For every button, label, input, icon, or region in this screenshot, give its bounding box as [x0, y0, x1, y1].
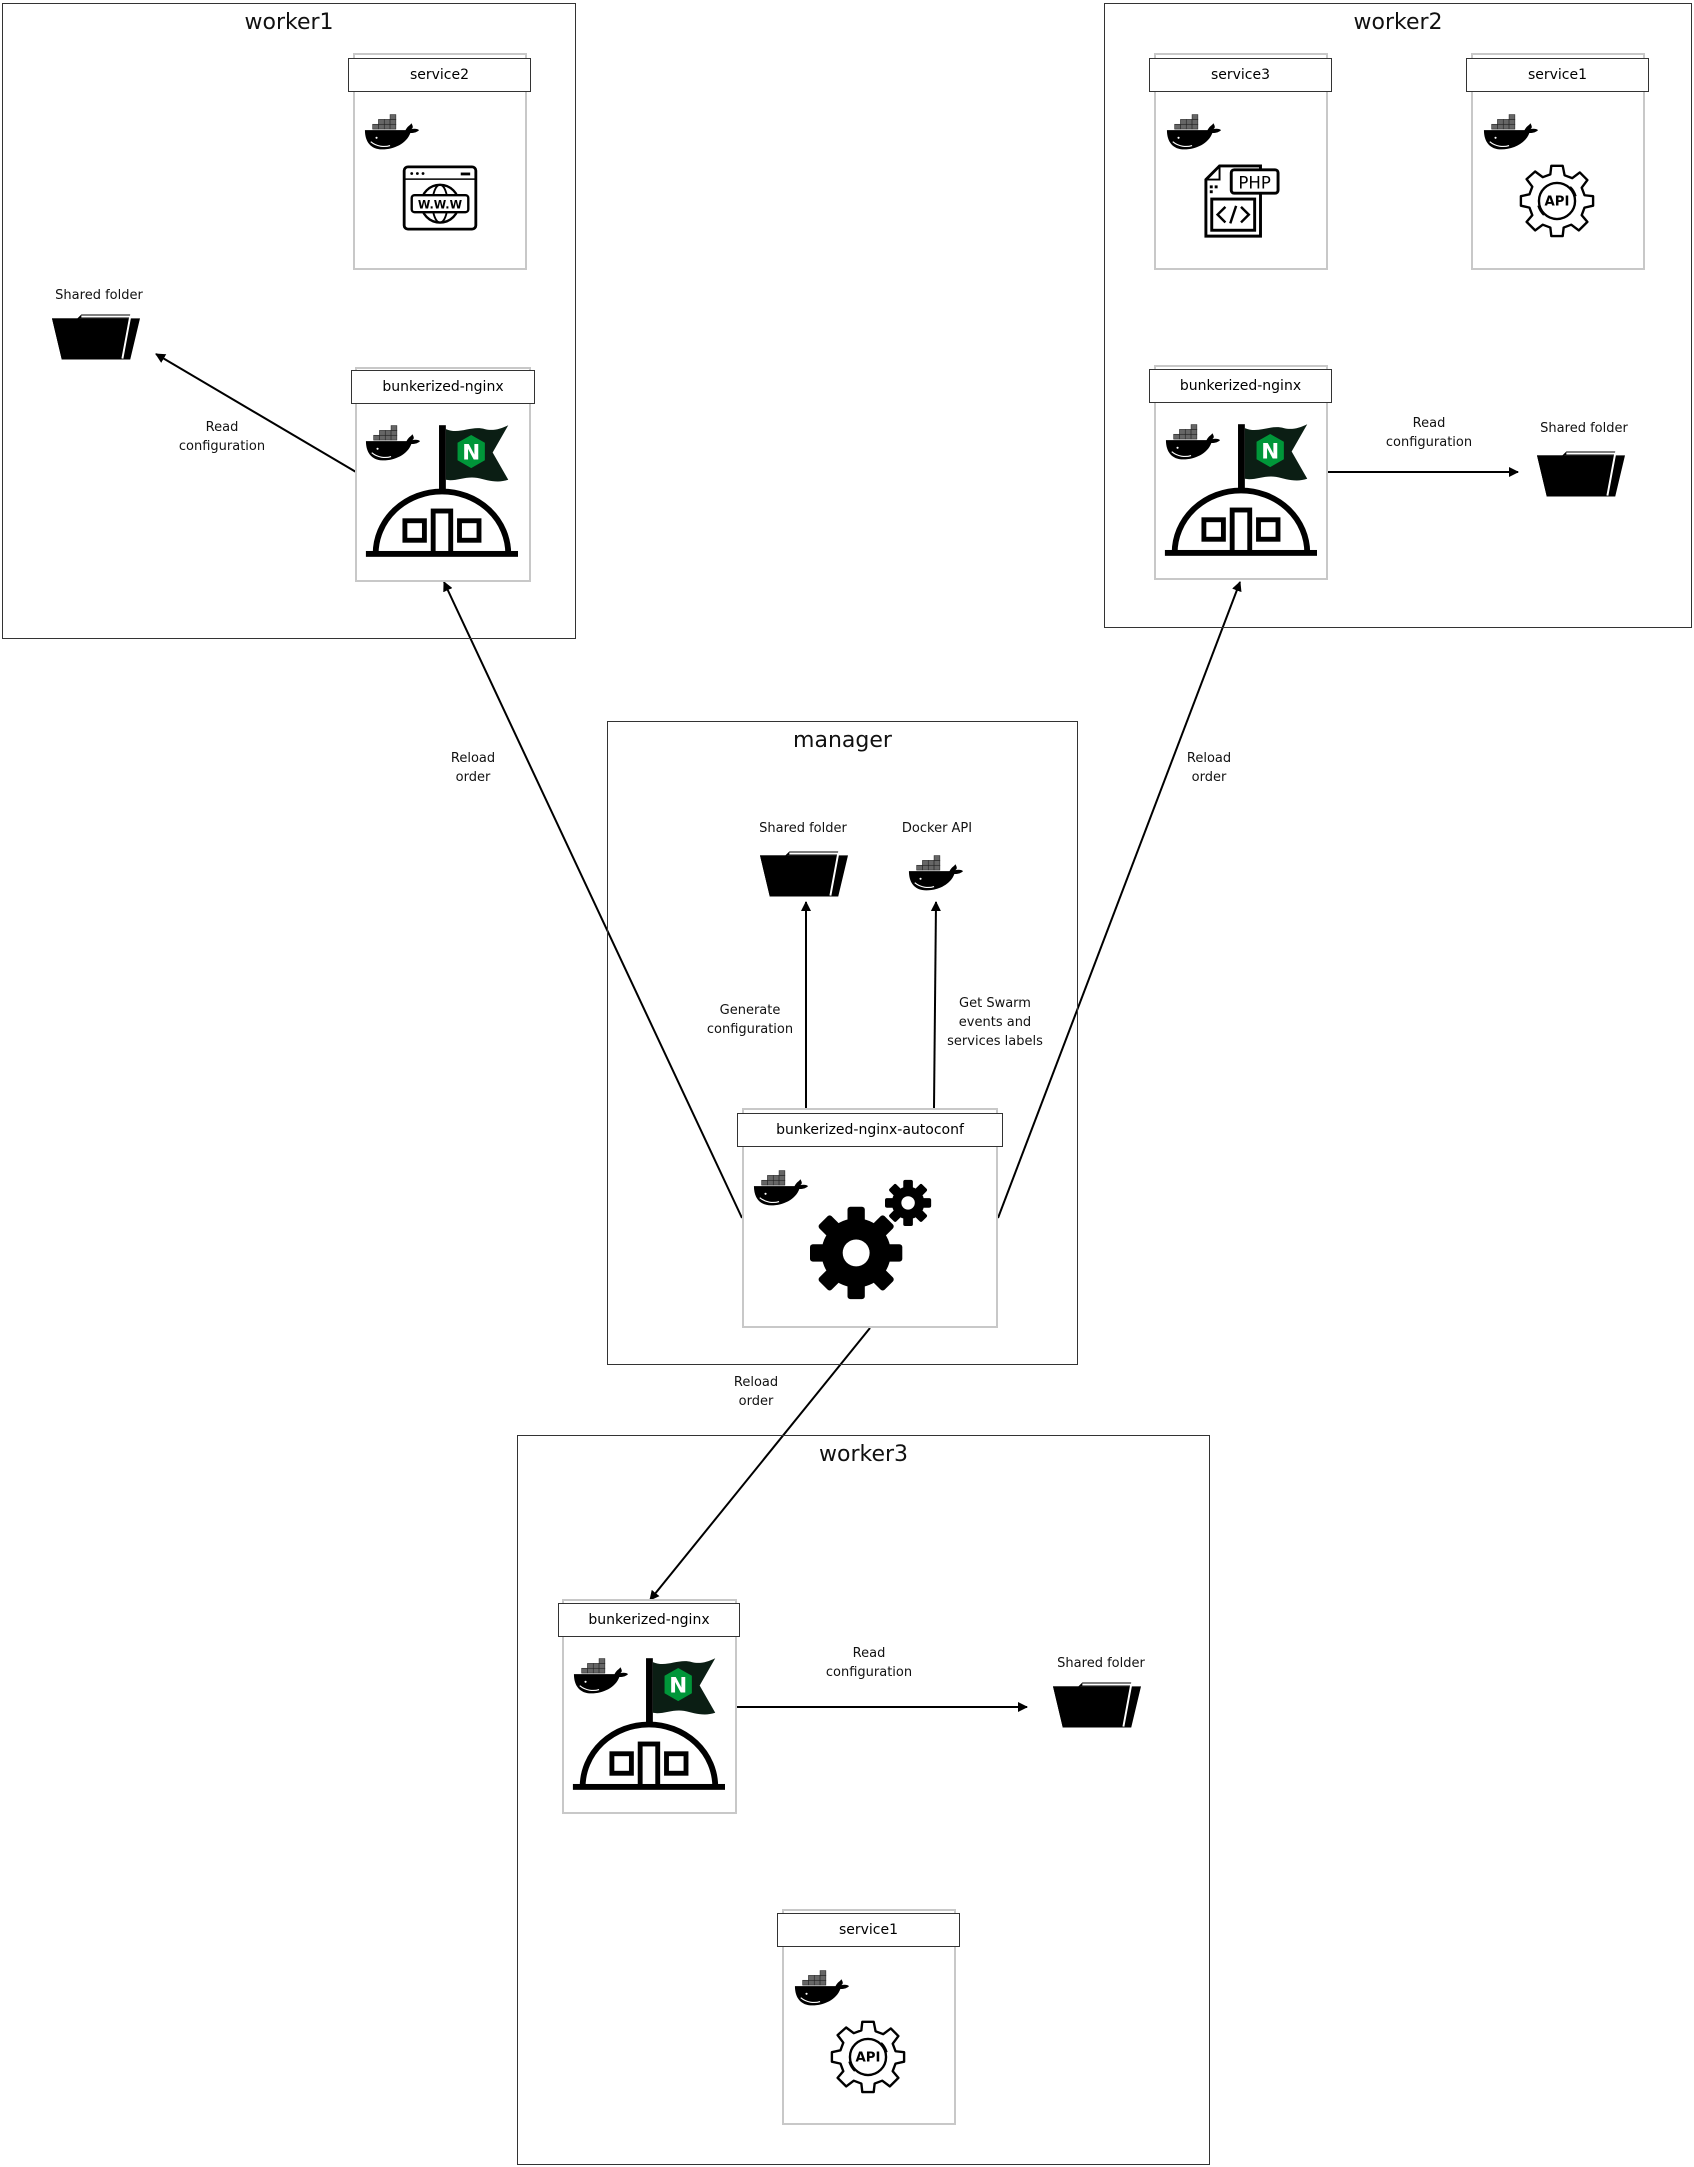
service-header: service1 [777, 1913, 960, 1947]
node-title: worker2 [1353, 10, 1443, 35]
node-title: worker3 [818, 1442, 909, 1467]
php-file-icon [1202, 162, 1280, 240]
reload-order-label-worker1: Reload order [451, 749, 495, 787]
node-worker2: worker2 [1104, 3, 1692, 628]
label-line: configuration [178, 439, 266, 454]
label-line: order [455, 770, 491, 785]
reload-order-label-worker3: Reload order [734, 1373, 778, 1411]
docker-whale-icon [1165, 112, 1223, 152]
shared-folder-label: Shared folder [1057, 1656, 1145, 1671]
service-header: service1 [1466, 58, 1649, 92]
generate-config-label: Generate configuration [707, 1001, 793, 1039]
nginx-bunker-icon [1161, 422, 1317, 559]
www-browser-icon [402, 165, 478, 231]
nginx-bunker-icon [362, 423, 518, 560]
node-manager: manager [607, 721, 1078, 1365]
node-worker3: worker3 [517, 1435, 1210, 2165]
folder-icon[interactable] [1537, 449, 1625, 499]
label-line: Reload [1186, 751, 1232, 766]
label-line: services labels [947, 1034, 1043, 1049]
label-line: configuration [825, 1665, 913, 1680]
service-header: bunkerized-nginx [351, 370, 535, 404]
label-line: Read [205, 420, 239, 435]
node-title: worker1 [244, 10, 334, 35]
read-config-label: Read configuration [826, 1644, 912, 1682]
label-line: configuration [1385, 435, 1473, 450]
folder-icon[interactable] [1053, 1680, 1141, 1730]
docker-whale-icon [793, 1968, 851, 2008]
shared-folder-label: Shared folder [1540, 421, 1628, 436]
service-header: bunkerized-nginx-autoconf [737, 1113, 1003, 1147]
swarm-events-label: Get Swarm events and services labels [947, 994, 1043, 1051]
folder-icon[interactable] [52, 312, 140, 362]
node-worker1: worker1 [2, 3, 576, 639]
nginx-bunker-icon [569, 1656, 725, 1793]
docker-api-whale-icon[interactable] [907, 853, 965, 893]
shared-folder-label: Shared folder [55, 288, 143, 303]
folder-icon[interactable] [760, 849, 848, 899]
label-line: order [1191, 770, 1227, 785]
docker-api-label: Docker API [901, 821, 973, 836]
service-header: service3 [1149, 58, 1332, 92]
docker-whale-icon [752, 1168, 810, 1208]
docker-whale-icon [1482, 112, 1540, 152]
reload-order-label-worker2: Reload order [1187, 749, 1231, 787]
label-line: Read [852, 1646, 886, 1661]
label-line: Generate [719, 1003, 781, 1018]
label-line: events and [958, 1015, 1032, 1030]
gears-icon [810, 1176, 935, 1301]
label-line: Get Swarm [959, 996, 1031, 1011]
api-gear-icon [830, 2018, 906, 2094]
node-title: manager [793, 728, 892, 753]
service-header: service2 [348, 58, 531, 92]
label-line: Reload [733, 1375, 779, 1390]
read-config-label: Read configuration [1386, 414, 1472, 452]
docker-whale-icon [363, 112, 421, 152]
label-line: configuration [706, 1022, 794, 1037]
label-line: Read [1412, 416, 1446, 431]
service-header: bunkerized-nginx [1149, 369, 1332, 403]
shared-folder-label: Shared folder [759, 821, 847, 836]
label-line: Reload [450, 751, 496, 766]
read-config-label: Read configuration [179, 418, 265, 456]
service-header: bunkerized-nginx [558, 1603, 740, 1637]
api-gear-icon [1519, 162, 1595, 238]
label-line: order [738, 1394, 774, 1409]
